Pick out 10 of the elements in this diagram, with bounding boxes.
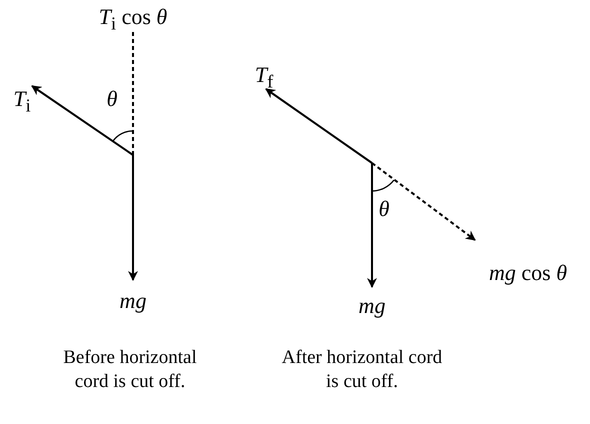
force-label: T$_{i}$ cos θ (98, 6, 168, 33)
caption: After horizontal cord is cut off. (280, 346, 444, 394)
force-label: mg (358, 295, 386, 317)
angle-label: θ (378, 198, 390, 220)
force-label: T$_{i}$ (13, 88, 31, 115)
force-label: mg (120, 290, 146, 312)
angle-label: θ (106, 88, 118, 110)
force-label: mg cos θ (488, 262, 568, 284)
caption: Before horizontal cord is cut off. (62, 346, 198, 394)
force-label: T$_{f}$ (254, 64, 274, 91)
